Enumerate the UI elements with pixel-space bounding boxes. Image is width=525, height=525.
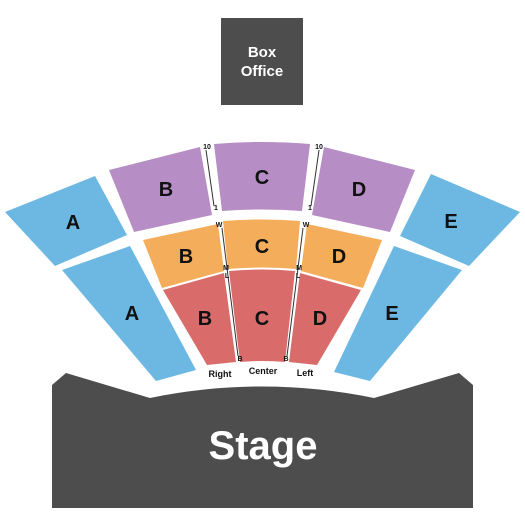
row-label-w-right: W bbox=[303, 222, 310, 229]
row-label-w-left: W bbox=[216, 222, 223, 229]
stage-label: Stage bbox=[209, 424, 318, 468]
stage[interactable]: Stage bbox=[52, 373, 473, 508]
section-side-a-label: A bbox=[125, 303, 139, 325]
section-mid-b-label: B bbox=[179, 246, 193, 268]
box-office-label-line1: Box bbox=[248, 44, 277, 61]
row-line-upper-right bbox=[310, 149, 320, 207]
section-upper-c-label: C bbox=[255, 167, 269, 189]
section-outer-e-label: E bbox=[444, 211, 457, 233]
section-low-d[interactable]: D bbox=[289, 273, 361, 365]
section-mid-b[interactable]: B bbox=[143, 224, 224, 288]
section-outer-e[interactable]: E bbox=[400, 174, 520, 266]
section-upper-b-shape bbox=[109, 147, 212, 232]
row-label-l-left: L bbox=[225, 273, 230, 280]
section-low-b-shape bbox=[163, 273, 236, 365]
row-line-upper-left bbox=[205, 149, 215, 207]
box-office-label-line2: Office bbox=[241, 63, 284, 80]
section-outer-e-shape bbox=[400, 174, 520, 266]
section-upper-d[interactable]: D bbox=[312, 147, 415, 232]
section-outer-a[interactable]: A bbox=[5, 176, 127, 266]
section-low-b[interactable]: B bbox=[163, 273, 236, 365]
section-upper-d-label: D bbox=[352, 179, 366, 201]
section-upper-b-label: B bbox=[159, 179, 173, 201]
row-label-upper-right-bottom: 1 bbox=[308, 205, 312, 212]
section-mid-c-shape bbox=[223, 219, 300, 269]
section-outer-a-label: A bbox=[66, 212, 80, 234]
box-office-block bbox=[221, 18, 303, 105]
section-mid-c-label: C bbox=[255, 236, 269, 258]
section-mid-d-shape bbox=[301, 224, 382, 288]
section-side-a-shape bbox=[62, 246, 196, 381]
section-upper-d-shape bbox=[312, 147, 415, 232]
row-label-m-right: M bbox=[296, 265, 302, 272]
section-low-c-shape bbox=[229, 269, 295, 362]
section-side-e[interactable]: E bbox=[334, 246, 462, 381]
section-low-d-shape bbox=[289, 273, 361, 365]
aisle-label-left: Left bbox=[297, 368, 314, 378]
row-label-upper-left-top: 10 bbox=[203, 144, 211, 151]
box-office[interactable]: Box Office bbox=[221, 18, 303, 105]
aisle-label-center: Center bbox=[249, 366, 278, 376]
section-low-c-label: C bbox=[255, 308, 269, 330]
aisle-label-right: Right bbox=[209, 369, 232, 379]
row-line-lower-left bbox=[221, 227, 239, 357]
row-label-b-left: B bbox=[237, 356, 242, 363]
section-side-a[interactable]: A bbox=[62, 246, 196, 381]
section-low-d-label: D bbox=[313, 308, 327, 330]
section-side-e-label: E bbox=[385, 303, 398, 325]
section-mid-b-shape bbox=[143, 224, 224, 288]
section-upper-b[interactable]: B bbox=[109, 147, 212, 232]
section-mid-c[interactable]: C bbox=[223, 219, 300, 270]
row-label-m-left: M bbox=[223, 265, 229, 272]
section-side-e-shape bbox=[334, 246, 462, 381]
row-label-upper-right-top: 10 bbox=[315, 144, 323, 151]
section-mid-d-label: D bbox=[332, 246, 346, 268]
section-outer-a-shape bbox=[5, 176, 127, 266]
section-upper-c-shape bbox=[214, 142, 310, 211]
row-label-upper-left-bottom: 1 bbox=[214, 205, 218, 212]
section-low-c[interactable]: C bbox=[229, 269, 295, 363]
stage-shape bbox=[52, 373, 473, 508]
section-low-b-label: B bbox=[198, 308, 212, 330]
row-label-l-right: L bbox=[296, 273, 301, 280]
row-label-b-right: B bbox=[283, 356, 288, 363]
section-mid-d[interactable]: D bbox=[301, 224, 382, 288]
row-line-lower-right bbox=[286, 227, 304, 357]
section-upper-c[interactable]: C bbox=[214, 142, 310, 211]
